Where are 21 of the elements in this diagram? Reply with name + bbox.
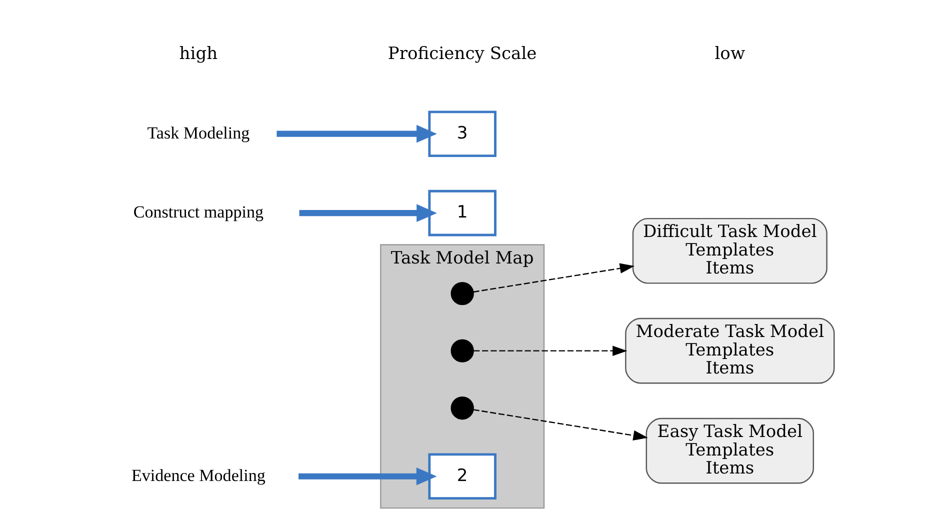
node-box: 2 — [428, 453, 496, 500]
node-box: 3 — [428, 110, 496, 158]
arrow — [298, 467, 436, 486]
label: high — [178, 44, 218, 64]
node-box: Moderate Task Model Templates Items — [624, 318, 834, 384]
arrow — [298, 204, 436, 222]
node-text: Evidence Modeling — [130, 466, 265, 485]
label: low — [714, 44, 745, 64]
label: Proficiency Scale — [387, 44, 536, 64]
node-text: Task Modeling — [146, 123, 250, 142]
node-box: 1 — [428, 190, 496, 236]
arrow — [473, 346, 627, 356]
arrow — [472, 409, 648, 441]
node-circle — [450, 396, 474, 420]
node-circle — [450, 282, 474, 306]
node-circle — [450, 339, 474, 362]
node-text: Construct mapping — [132, 202, 264, 222]
node-box: Easy Task Model Templates Items — [645, 418, 814, 484]
node-box: Difficult Task Model Templates Items — [632, 218, 827, 284]
arrow — [276, 124, 436, 143]
arrow — [472, 263, 634, 293]
